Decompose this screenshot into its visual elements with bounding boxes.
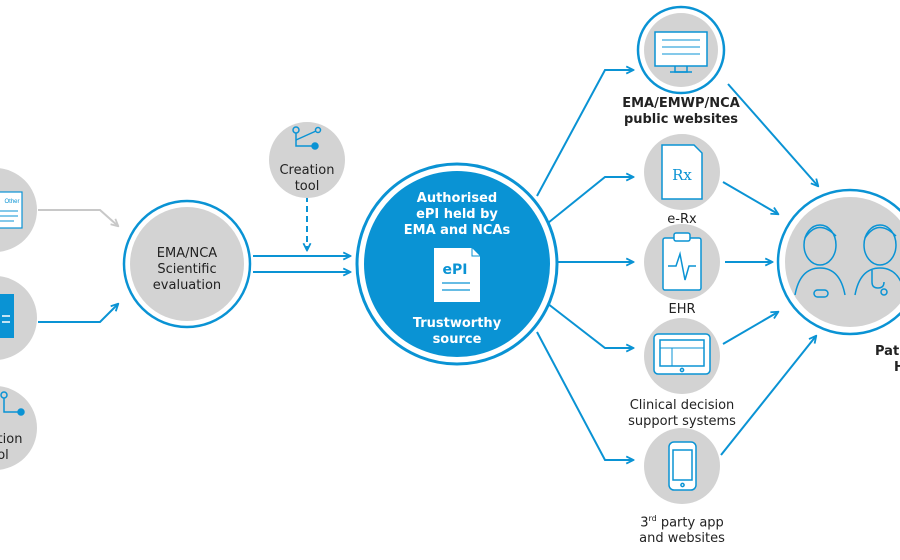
cds-line1: Clinical decision [629, 398, 735, 413]
apps-line1-rest: party app [656, 515, 724, 531]
arrow-left-doc-to-ema [38, 304, 118, 323]
arrow-apps-to-patient [720, 336, 816, 456]
apps-line1: 3rd party app [612, 511, 752, 531]
smartphone-icon [668, 441, 697, 491]
center-subtitle-line1: Trustworthy [412, 316, 502, 331]
other-doc-label: Other [4, 199, 19, 205]
ema-nca-line1: Scientific [157, 262, 217, 277]
websites-line1: EMA/EMWP/NCA [622, 96, 740, 111]
creation-tool-node [269, 122, 345, 198]
center-subtitle: Trustworthy source [397, 316, 517, 348]
arrow-center-to-websites [536, 70, 633, 197]
patient-line2: H [894, 360, 900, 375]
patient-doctor-icon [794, 224, 900, 298]
ema-nca-line2: evaluation [152, 278, 222, 293]
erx-label: e-Rx [667, 212, 697, 227]
patient-hcp-node [776, 188, 900, 336]
connectors [38, 70, 818, 460]
center-subtitle-line2: source [432, 332, 482, 347]
websites-line2: public websites [623, 112, 739, 127]
apps-line2: and websites [639, 531, 725, 547]
center-epi-node: ePI [355, 162, 559, 366]
cds-node [644, 318, 720, 394]
creation-tool-label: Creation tool [267, 163, 347, 195]
ehr-node [644, 224, 720, 300]
arrow-center-to-cds [542, 299, 633, 348]
patient-label: Pat H [868, 344, 900, 376]
ema-nca-node [122, 199, 252, 329]
network-icon [0, 391, 25, 416]
left-tool-label-line1: ation [0, 432, 22, 447]
arrow-erx-to-patient [722, 181, 778, 214]
tablet-icon [653, 333, 711, 375]
cds-line2: support systems [628, 414, 736, 429]
creation-tool-line2: tool [294, 179, 320, 194]
apps-node [644, 428, 720, 504]
ema-nca-label: EMA/NCA Scientific evaluation [137, 246, 237, 294]
left-epi-node [0, 276, 37, 360]
network-icon [292, 126, 322, 150]
clipboard-heartbeat-icon [662, 232, 702, 291]
rx-symbol: Rx [672, 166, 692, 184]
apps-line1-num: 3 [640, 515, 649, 531]
center-title: Authorised ePI held by EMA and NCAs [397, 191, 517, 239]
apps-line1-sup: rd [648, 514, 657, 523]
ehr-label: EHR [668, 302, 696, 317]
monitor-icon [654, 31, 708, 73]
creation-tool-line1: Creation [279, 163, 335, 178]
arrow-other-to-ema [38, 209, 118, 226]
arrow-center-to-apps [536, 331, 633, 460]
center-title-line3: EMA and NCAs [403, 223, 511, 238]
ema-nca-title: EMA/NCA [156, 246, 218, 261]
left-other-node: Other [0, 168, 37, 252]
prescription-icon [661, 144, 703, 200]
epi-doc-label: ePI [443, 262, 468, 278]
document-icon [0, 191, 23, 229]
erx-node: Rx [644, 134, 720, 210]
websites-label: EMA/EMWP/NCA public websites [606, 96, 756, 128]
patient-line1: Pat [875, 344, 900, 359]
arrow-websites-to-patient [727, 83, 818, 186]
left-tool-label-line2: ol [0, 448, 9, 463]
center-title-line1: Authorised [416, 191, 498, 206]
arrow-cds-to-patient [722, 312, 778, 345]
epi-document-icon [434, 248, 480, 302]
cds-label: Clinical decision support systems [612, 398, 752, 430]
arrow-center-to-erx [542, 177, 633, 228]
apps-label: 3rd party app and websites [612, 511, 752, 547]
center-title-line2: ePI held by [416, 207, 498, 222]
websites-node [636, 5, 726, 95]
left-tool-node: ation ol [0, 386, 37, 470]
